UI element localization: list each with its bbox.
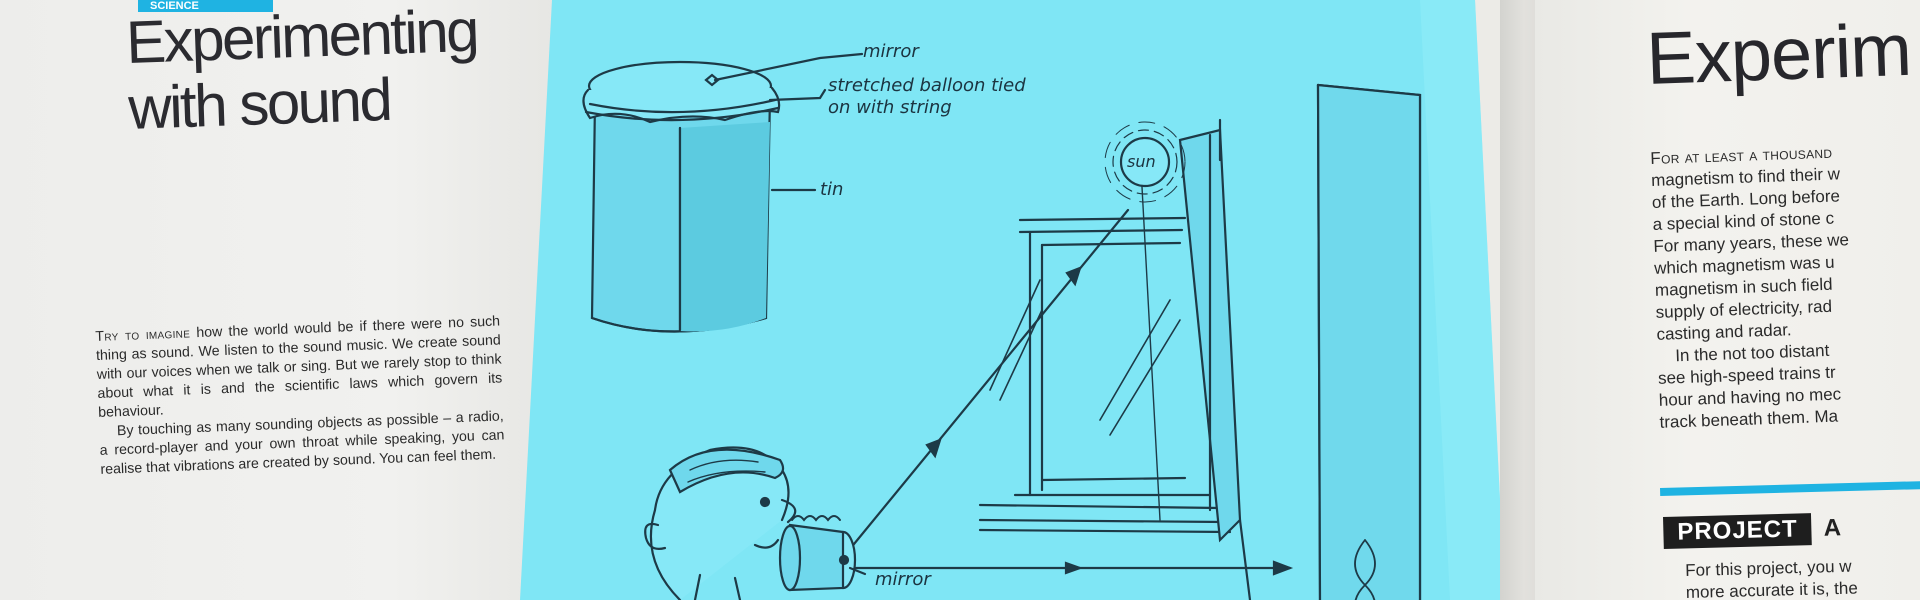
article-body: Try to imagine how the world would be if… xyxy=(95,312,506,479)
right-page-title: Experim xyxy=(1645,7,1913,100)
sun-drawing xyxy=(1104,121,1186,203)
label-mirror-bottom: mirror xyxy=(875,569,931,590)
held-tin-drawing xyxy=(778,515,867,592)
title-line-1: Experimenting xyxy=(124,0,479,76)
illustration: mirror stretched balloon tied on with st… xyxy=(520,0,1505,600)
project-heading-text: A xyxy=(1823,514,1842,542)
label-tin: tin xyxy=(820,179,844,200)
accent-rule xyxy=(1660,480,1920,496)
right-page: Experim For at least a thousand magnetis… xyxy=(1535,0,1920,600)
wall-drawing xyxy=(1316,83,1422,600)
paragraph-lead: Try to imagine xyxy=(95,325,191,345)
project-heading: PROJECT A xyxy=(1663,512,1841,549)
label-balloon-line-1: stretched balloon tied xyxy=(828,75,1026,96)
window-drawing xyxy=(978,118,1252,600)
label-balloon-line-2: on with string xyxy=(828,97,952,118)
paragraph-1: Try to imagine how the world would be if… xyxy=(95,312,503,422)
illustration-drawing xyxy=(520,0,1505,600)
project-body: For this project, you w more accurate it… xyxy=(1685,551,1920,600)
label-sun: sun xyxy=(1127,152,1156,171)
right-page-body: For at least a thousand magnetism to fin… xyxy=(1650,133,1920,433)
tin-drawing xyxy=(582,60,781,333)
label-mirror-top: mirror xyxy=(863,41,919,62)
section-tab: SCIENCE xyxy=(138,0,273,12)
title-line-2: with sound xyxy=(127,65,392,142)
boy-drawing xyxy=(644,446,797,600)
article-title: Experimenting with sound xyxy=(125,0,569,142)
project-badge: PROJECT xyxy=(1663,513,1813,549)
left-page: SCIENCE Experimenting with sound Try to … xyxy=(0,0,560,600)
